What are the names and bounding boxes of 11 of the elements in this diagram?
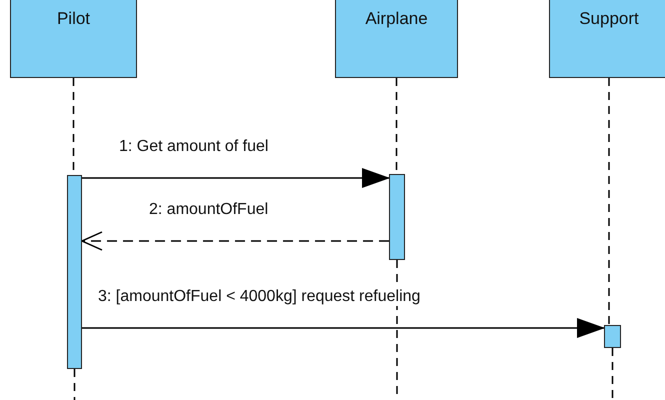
message-label: 3: [amountOfFuel < 4000kg] request refueling bbox=[97, 288, 422, 306]
lifeline-head-box: Airplane bbox=[335, 0, 458, 78]
activation-bar bbox=[604, 325, 621, 348]
message-arrow bbox=[82, 168, 390, 188]
lifeline-head-box: Support bbox=[549, 0, 665, 78]
message-arrow bbox=[82, 318, 605, 338]
activation-bar bbox=[389, 174, 405, 260]
lifeline bbox=[608, 78, 610, 325]
lifeline-head-box: Pilot bbox=[10, 0, 137, 78]
activation-bar bbox=[67, 175, 82, 369]
return-message-arrow bbox=[81, 231, 389, 251]
